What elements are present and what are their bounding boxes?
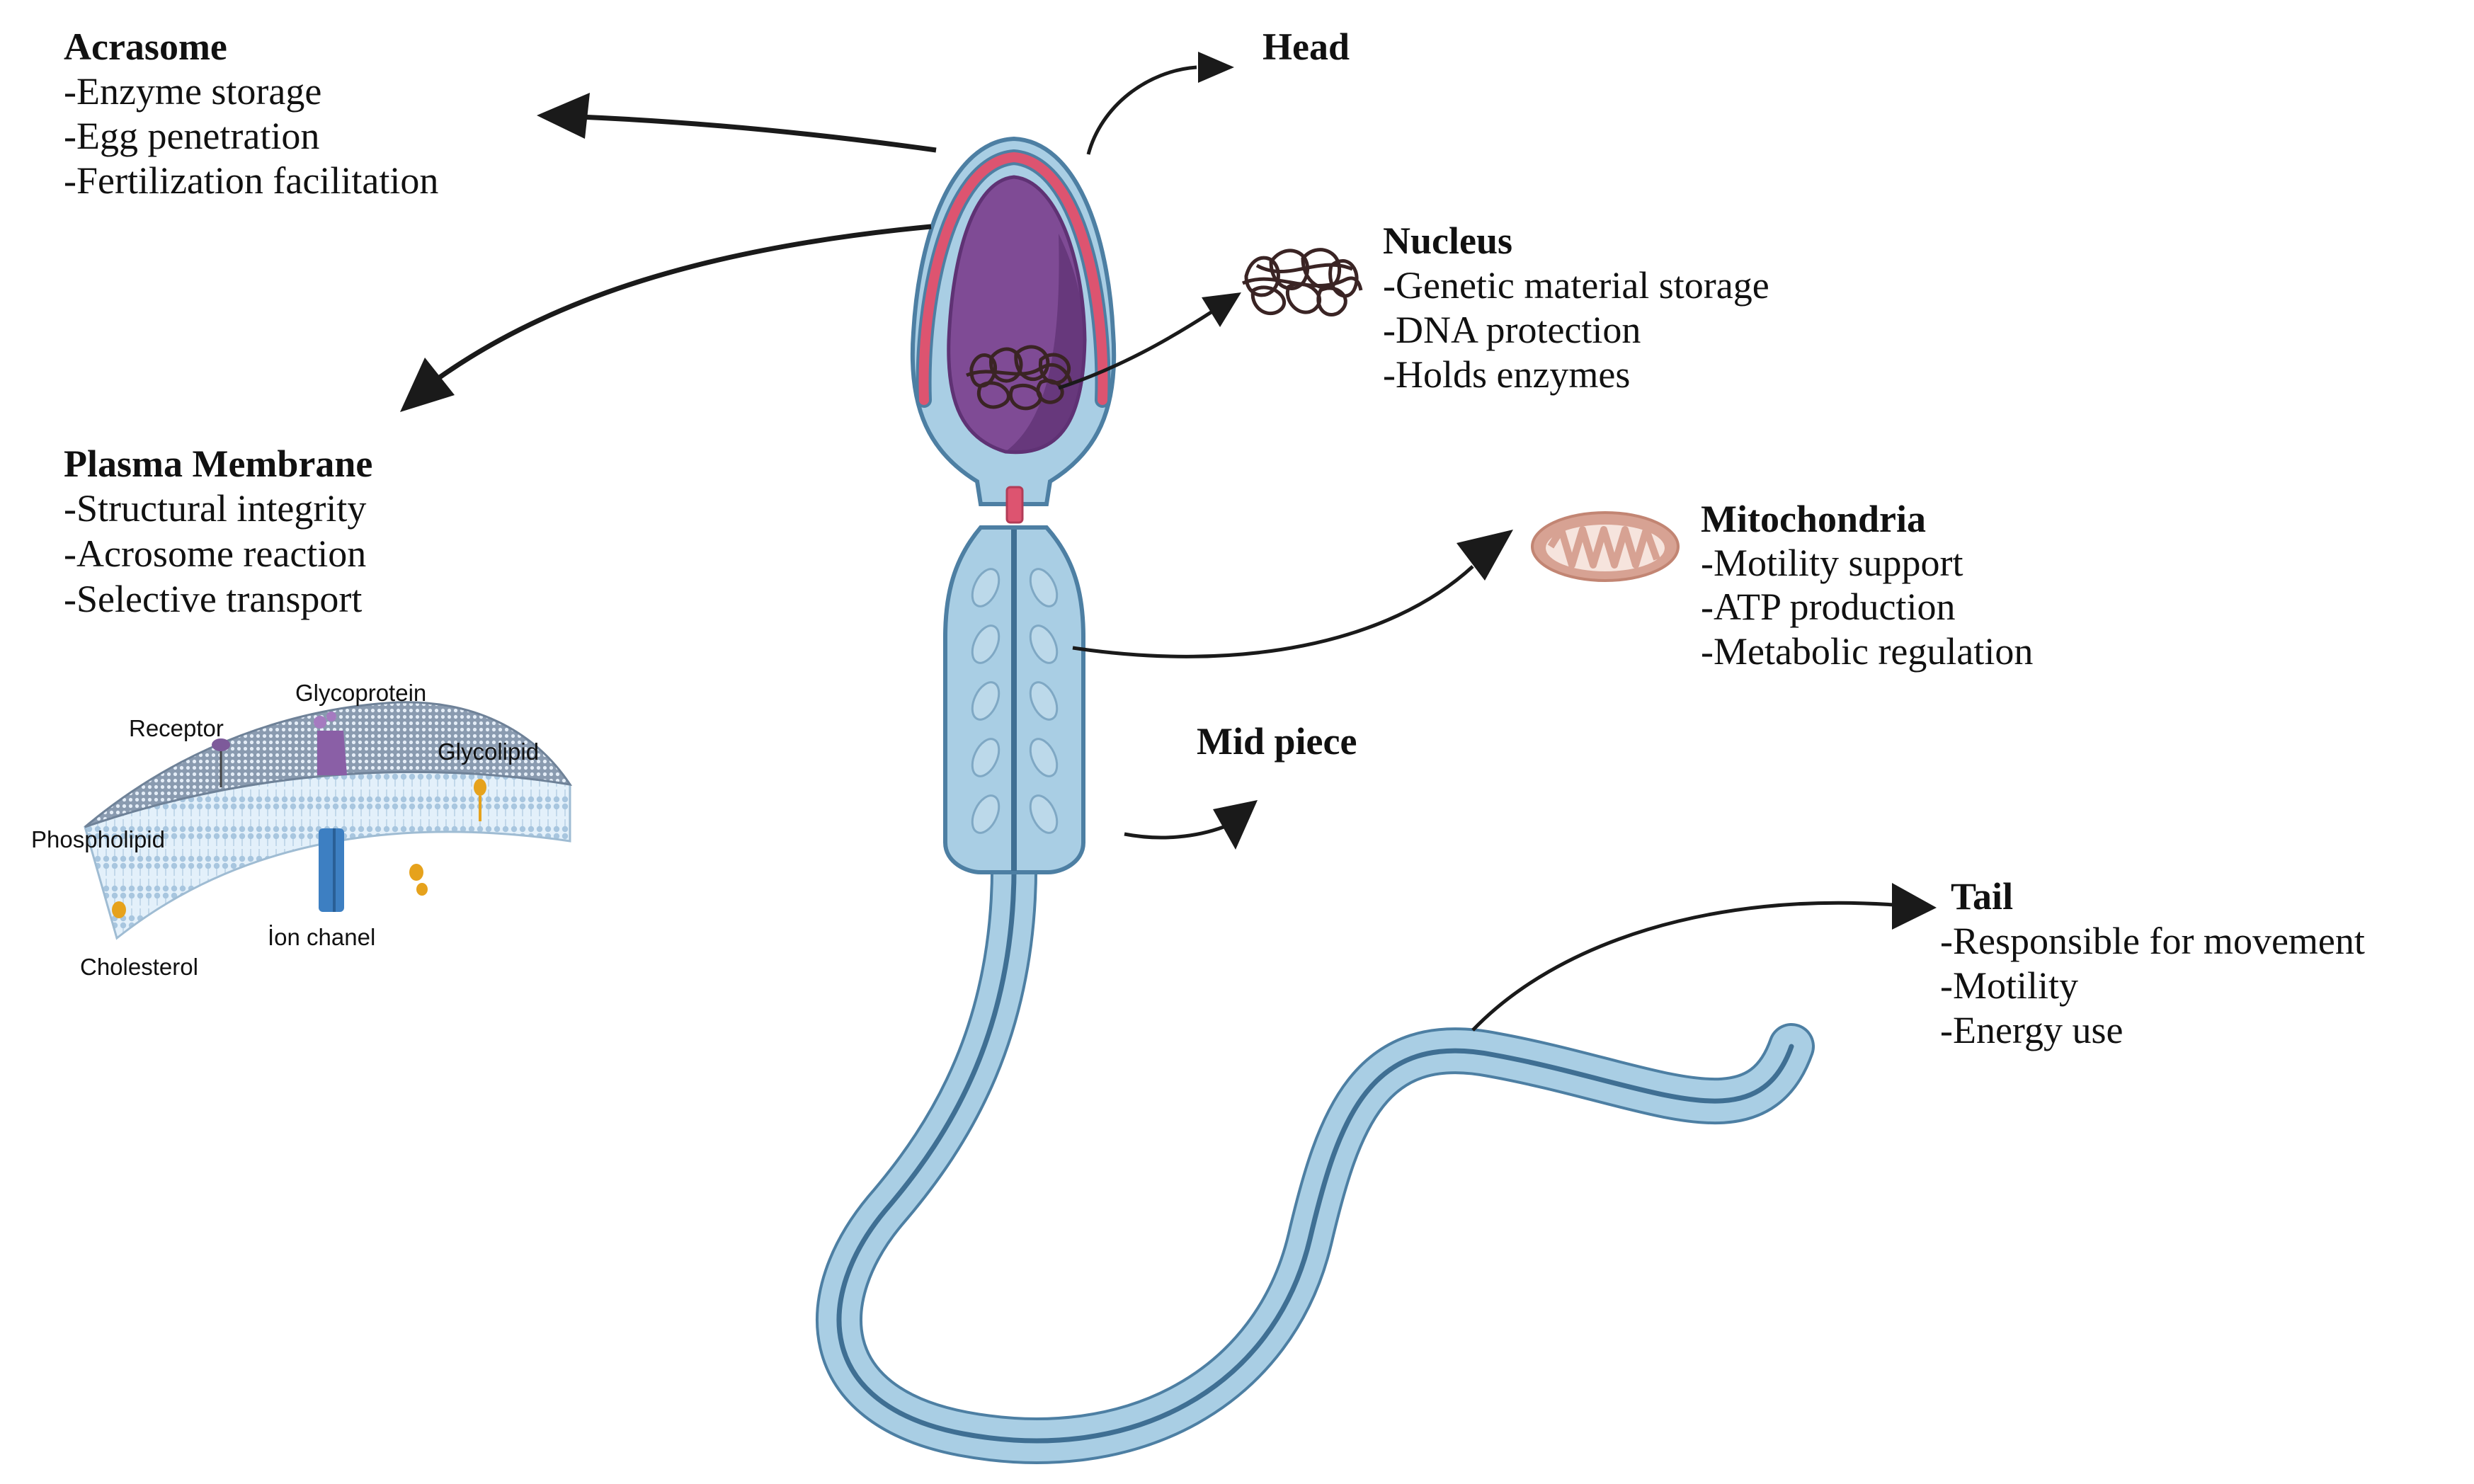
ion-channel-label: İon chanel (268, 924, 375, 950)
acrosome-item-2: -Egg penetration (64, 115, 319, 157)
tail-title: Tail (1951, 875, 2013, 918)
nucleus-item-3: -Holds enzymes (1383, 353, 1630, 396)
acrosome-title: Acrasome (64, 25, 227, 68)
tail-body (819, 835, 1812, 1461)
nucleus-arrow (1058, 309, 1214, 390)
plasma-membrane-label-group: Plasma Membrane -Structural integrity -A… (64, 443, 372, 620)
nucleus-item-1: -Genetic material storage (1383, 264, 1769, 307)
tail-item-2: -Motility (1940, 964, 2078, 1007)
ion-channel (319, 828, 344, 912)
mitochondria-title: Mitochondria (1701, 498, 1926, 540)
nucleus-shadow (1005, 234, 1085, 452)
tail-label-group: Tail -Responsible for movement -Motility… (1940, 875, 2365, 1051)
chromatin-in-nucleus (966, 345, 1073, 411)
head-arrow (1086, 65, 1197, 155)
chromatin-icon (1241, 248, 1363, 316)
mitochondrion-icon (1531, 511, 1680, 582)
arrows (400, 52, 1937, 1032)
tail-item-3: -Energy use (1940, 1009, 2123, 1051)
mitochondria-arrow (1072, 565, 1474, 658)
mitochondria-item-1: -Motility support (1701, 542, 1963, 584)
centriole (1005, 486, 1024, 524)
glycolipid-label: Glycolipid (438, 738, 539, 765)
glycolipid (474, 779, 486, 821)
cholesterol-label: Cholesterol (80, 954, 198, 980)
nucleus-label-group: Nucleus -Genetic material storage -DNA p… (1383, 219, 1769, 396)
mitochondria-label-group: Mitochondria -Motility support -ATP prod… (1701, 498, 2033, 673)
plasma-membrane-item-3: -Selective transport (64, 578, 362, 620)
phospholipid-label: Phospholipid (31, 826, 165, 852)
receptor-label: Receptor (129, 715, 224, 741)
plasma-membrane-title: Plasma Membrane (64, 443, 372, 485)
mid-piece-mitochondria (971, 568, 1059, 834)
tail-item-1: -Responsible for movement (1940, 920, 2365, 962)
plasma-membrane-arrow (435, 224, 932, 381)
acrosome-label-group: Acrasome -Enzyme storage -Egg penetratio… (64, 25, 438, 202)
acrosome-arrow (578, 114, 937, 153)
mitochondria-item-2: -ATP production (1701, 586, 1955, 628)
glycoprotein (314, 712, 347, 775)
acrosome-item-3: -Fertilization facilitation (64, 159, 438, 202)
mid-piece-title: Mid piece (1197, 720, 1357, 763)
tail-arrow (1471, 901, 1895, 1032)
acrosome-cap (918, 152, 1108, 405)
sperm-cell (816, 136, 1815, 1464)
mid-piece-arrow (1124, 825, 1224, 840)
acrosome-item-1: -Enzyme storage (64, 70, 321, 113)
cell-membrane-illustration: Receptor Glycoprotein Glycolipid Phospho… (31, 680, 573, 980)
nucleus-title: Nucleus (1383, 219, 1512, 262)
glycoprotein-label: Glycoprotein (295, 680, 426, 706)
nucleus-item-2: -DNA protection (1383, 309, 1641, 351)
axoneme (836, 852, 1794, 1444)
plasma-membrane-item-2: -Acrosome reaction (64, 532, 366, 575)
head-title: Head (1262, 25, 1350, 68)
cholesterol-marks (112, 864, 428, 918)
mitochondria-item-3: -Metabolic regulation (1701, 630, 2033, 673)
plasma-membrane-item-1: -Structural integrity (64, 487, 366, 530)
receptor (212, 738, 230, 787)
